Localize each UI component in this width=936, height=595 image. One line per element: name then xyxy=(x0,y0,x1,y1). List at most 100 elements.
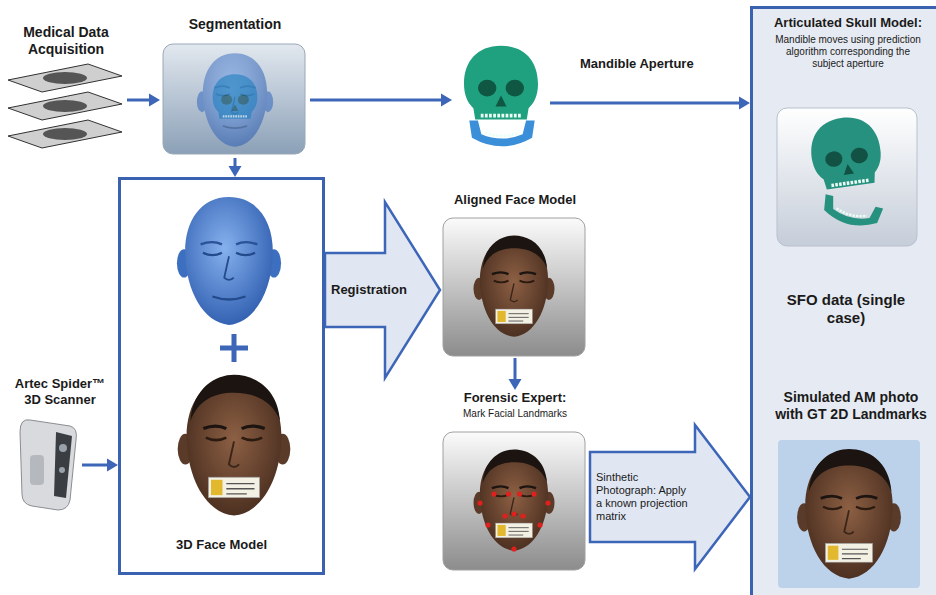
scanner-icon xyxy=(59,467,65,473)
node-note: Mandible moves using prediction algorith… xyxy=(773,34,923,70)
blue-face-mesh xyxy=(177,197,281,325)
arrow-line xyxy=(127,99,150,102)
arrow-head xyxy=(107,459,118,472)
node-title: Artec Spider™ 3D Scanner xyxy=(8,376,112,407)
edge-label-holder: Registration xyxy=(331,282,431,298)
edge-label: Sinthetic Photograph: Apply a known proj… xyxy=(596,471,694,524)
arrow-line xyxy=(514,358,517,380)
articulated-skull-render xyxy=(807,113,885,191)
node-title: Forensic Expert: xyxy=(440,390,590,406)
flow-arrow xyxy=(509,358,522,390)
node-title: Simulated AM photo with GT 2D Landmarks xyxy=(773,389,929,423)
flow-arrow xyxy=(127,94,160,107)
articulated-skull-render xyxy=(777,108,917,246)
textured-face-scan xyxy=(178,375,291,516)
skull-node: Mandible Aperture xyxy=(452,42,550,157)
slice-stack xyxy=(43,72,87,84)
textured-face-scan xyxy=(178,375,291,516)
scanner-icon xyxy=(54,432,72,498)
landmarked-face-render xyxy=(520,513,525,518)
flow-arrow xyxy=(310,94,452,107)
landmarked-face-render xyxy=(545,500,550,505)
segmentation-render xyxy=(163,44,305,154)
slice-stack xyxy=(8,120,122,148)
segmentation-render xyxy=(197,53,273,147)
landmarked-face-render xyxy=(477,491,550,551)
aligned-face-render xyxy=(474,235,555,336)
node-title: Segmentation xyxy=(160,16,310,33)
arrow-line xyxy=(82,464,108,467)
node-note: Mark Facial Landmarks xyxy=(440,408,590,420)
scanner-icon xyxy=(59,444,67,452)
skull-mandible-figure xyxy=(464,46,538,147)
simulated-photo xyxy=(778,440,920,588)
arrow-head xyxy=(509,379,522,390)
landmarked-face-render xyxy=(502,513,507,518)
arrow-line xyxy=(310,99,442,102)
landmarked-face-render xyxy=(537,522,542,527)
landmarked-face-render xyxy=(474,449,555,550)
flow-arrow xyxy=(82,459,118,472)
slice-stack xyxy=(8,92,122,120)
arrow-head xyxy=(441,94,452,107)
aligned-face-render xyxy=(443,218,585,356)
articulated-skull-render xyxy=(777,108,917,246)
edge-label-holder: Sinthetic Photograph: Apply a known proj… xyxy=(596,471,694,524)
landmarked-face-render xyxy=(517,491,522,496)
node-title: Aligned Face Model xyxy=(440,192,590,208)
flow-arrow xyxy=(229,158,242,177)
node-title: Medical Data Acquisition xyxy=(5,24,127,58)
node-title: Mandible Aperture xyxy=(580,56,694,72)
landmarked-face-render xyxy=(443,432,585,570)
plus-sign xyxy=(220,334,248,362)
arrow-line xyxy=(550,102,740,105)
simulated-photo xyxy=(778,440,920,588)
scanner-icon xyxy=(20,420,76,510)
skull-mandible-figure xyxy=(464,46,538,120)
blue-face-mesh xyxy=(177,197,281,325)
simulated-photo xyxy=(797,449,901,579)
block-arrow-shape xyxy=(325,202,440,378)
scanner-icon xyxy=(20,420,76,510)
flow-arrow xyxy=(550,97,750,110)
landmarked-face-render xyxy=(477,500,482,505)
skull-mandible-figure xyxy=(469,121,534,147)
landmarked-face-render xyxy=(485,522,490,527)
face-model-box: 3D Face Model xyxy=(118,177,325,575)
photo-node: Simulated AM photo with GT 2D Landmarks xyxy=(773,389,929,594)
arrow-head xyxy=(739,97,750,110)
aligned-face-node: Aligned Face Model xyxy=(440,192,590,358)
landmarked-face-render xyxy=(443,432,585,570)
block-arrow-shape xyxy=(590,425,750,569)
landmarked-face-render xyxy=(531,491,536,496)
segmentation-render xyxy=(163,44,305,154)
panel-ground xyxy=(753,9,936,595)
arrow-head xyxy=(149,94,160,107)
node-title: 3D Face Model xyxy=(121,537,322,553)
aligned-face-render xyxy=(443,218,585,356)
slice-stack xyxy=(8,64,122,148)
landmarked-face-render xyxy=(511,511,516,516)
articulated-skull-render xyxy=(820,194,883,231)
process-node: Segmentation xyxy=(160,16,310,158)
arrow-head xyxy=(229,166,242,177)
arrow-line xyxy=(234,158,237,167)
scanner-node: Artec Spider™ 3D Scanner xyxy=(8,376,82,516)
edge-label: Registration xyxy=(331,282,431,298)
slice-stack xyxy=(43,100,87,112)
slice-stack xyxy=(43,128,87,140)
input-data-node: Medical Data Acquisition xyxy=(5,24,127,154)
landmarked-face-render xyxy=(491,491,496,496)
landmarked-face-render xyxy=(506,491,511,496)
scanner-icon xyxy=(30,455,44,485)
skull-model-node: Articulated Skull Model:Mandible moves u… xyxy=(770,15,926,260)
expert-node: Forensic Expert: Mark Facial Landmarks xyxy=(440,390,590,572)
slice-stack xyxy=(8,64,122,92)
landmarked-face-render xyxy=(511,546,516,551)
block-arrow xyxy=(590,425,750,569)
segmentation-render xyxy=(213,74,258,118)
plus-sign xyxy=(232,334,237,362)
output-panel: SFO data (single case)Articulated Skull … xyxy=(750,6,936,595)
block-arrow xyxy=(325,202,440,378)
